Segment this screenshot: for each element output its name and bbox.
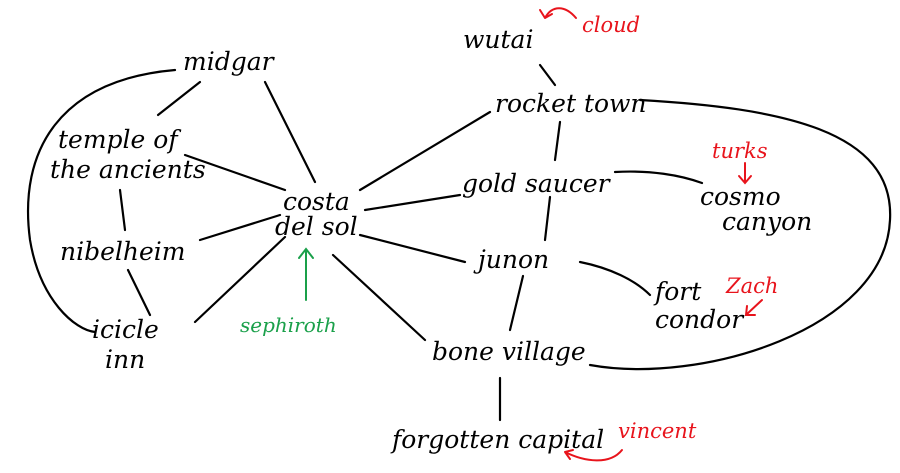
annotation-turks: turks (712, 139, 768, 163)
node-icicle-line1: icicle (92, 315, 159, 344)
edge-gold-cosmo (613, 170, 704, 185)
node-gold-saucer: gold saucer (462, 169, 612, 198)
arrow-turks-icon (738, 162, 752, 185)
node-costa-line2: del sol (275, 212, 358, 241)
edge-nibelheim-icicle (126, 268, 152, 317)
node-wutai: wutai (463, 25, 533, 54)
annotation-zach: Zach (725, 274, 778, 298)
node-temple-line2: the ancients (50, 155, 206, 184)
node-bone-village: bone village (432, 337, 586, 366)
edge-nibelheim-costa (198, 213, 282, 242)
annotation-vincent: vincent (618, 419, 697, 443)
edge-rocket-gold (553, 120, 562, 162)
node-temple-line1: temple of (58, 125, 181, 154)
arrow-cloud-icon (539, 7, 577, 19)
edge-temple-nibelheim (118, 188, 127, 232)
node-junon: junon (473, 245, 549, 274)
edge-junon-bone (508, 274, 525, 332)
edge-costa-junon (358, 233, 467, 264)
edge-junon-fort (578, 260, 652, 297)
edge-wutai-rocket (538, 63, 557, 87)
arrow-vincent-icon (564, 449, 623, 462)
arrow-sephiroth-icon (298, 247, 314, 301)
node-nibelheim: nibelheim (60, 237, 186, 266)
edge-icicle-costa (193, 235, 287, 324)
node-cosmo-line1: cosmo (700, 182, 781, 211)
edge-gold-junon (543, 195, 552, 242)
node-midgar: midgar (183, 47, 276, 76)
nodes: midgar temple of the ancients nibelheim … (50, 25, 812, 454)
node-forgotten-capital: forgotten capital (390, 425, 604, 454)
annotation-sephiroth: sephiroth (240, 313, 337, 337)
node-cosmo-line2: canyon (722, 207, 812, 236)
annotation-cloud: cloud (582, 13, 640, 37)
node-fort-line1: fort (653, 277, 702, 306)
edge-midgar-temple (156, 80, 202, 117)
node-rocket-town: rocket town (495, 89, 647, 118)
node-icicle-line2: inn (105, 345, 145, 374)
edge-temple-costa (183, 153, 287, 192)
annotations: cloud turks Zach vincent sephiroth (240, 7, 778, 462)
edge-costa-bone (331, 253, 427, 342)
node-costa-line1: costa (283, 187, 350, 216)
edge-midgar-icicle-loop (26, 68, 177, 334)
edge-midgar-costa (263, 80, 317, 184)
edge-costa-rocket (358, 110, 492, 192)
edge-costa-gold (363, 193, 462, 212)
arrow-zach-icon (744, 299, 763, 316)
edges (26, 63, 892, 422)
edge-rocket-bone-loop (588, 98, 892, 371)
node-fort-line2: condor (655, 305, 745, 334)
